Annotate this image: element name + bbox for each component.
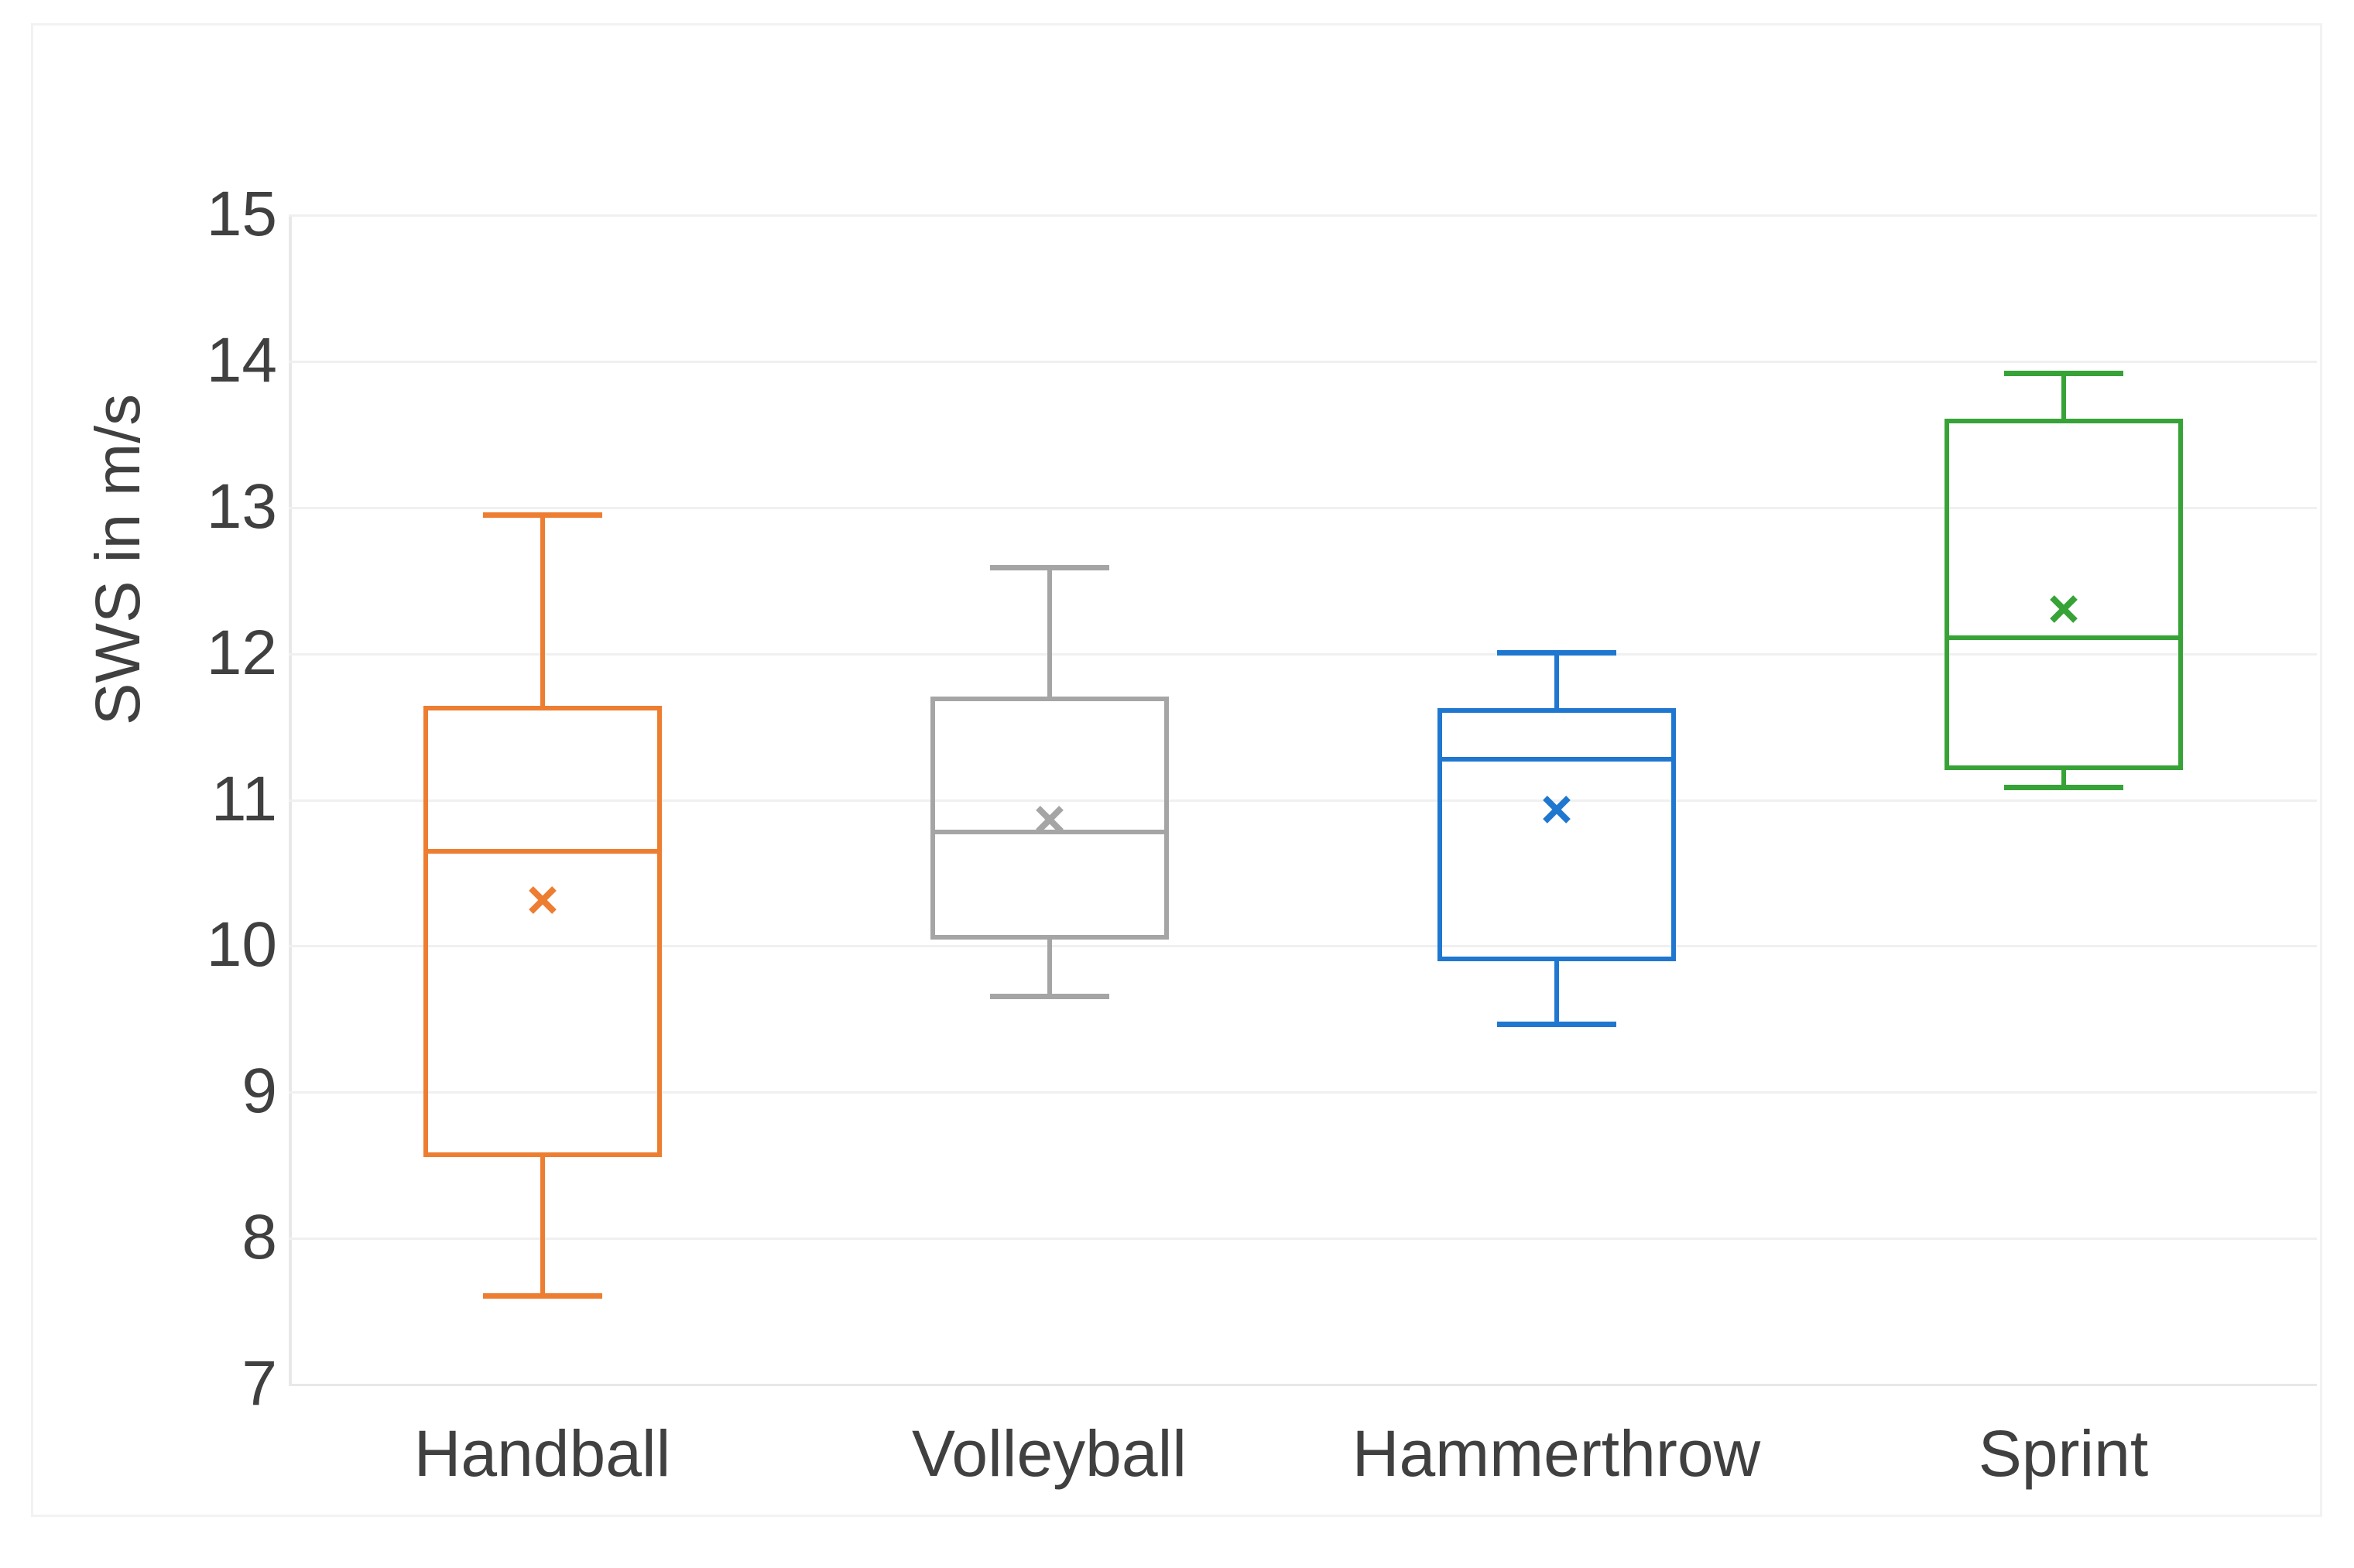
boxplot-hammerthrow[interactable] [1437, 214, 1676, 1384]
boxplot-handball[interactable] [423, 214, 662, 1384]
lower-whisker-cap [482, 1293, 602, 1299]
boxplot-volleyball[interactable] [930, 214, 1169, 1384]
gridline [289, 1091, 2317, 1094]
iqr-box[interactable] [1437, 708, 1676, 962]
median-line [1437, 756, 1676, 762]
lower-whisker-stem [1047, 939, 1052, 1000]
upper-whisker-stem [1047, 565, 1052, 697]
median-line [1944, 635, 2183, 640]
y-axis-tick-label: 7 [242, 1348, 277, 1419]
y-axis-tick-label: 9 [242, 1056, 277, 1127]
lower-whisker-stem [540, 1157, 545, 1299]
y-axis-tick-label: 11 [211, 763, 277, 834]
upper-whisker-stem [1554, 649, 1559, 709]
mean-marker-x-icon [2046, 591, 2082, 627]
gridline [289, 652, 2317, 656]
iqr-box[interactable] [423, 705, 662, 1158]
y-axis-tick-label: 13 [206, 471, 277, 542]
x-axis-tick-labels: Handball Volleyball Hammerthrow Sprint [289, 1411, 2317, 1496]
lower-whisker-cap [1496, 1022, 1616, 1028]
lower-whisker-cap [989, 994, 1109, 1000]
upper-whisker-cap [989, 565, 1109, 571]
y-axis-tick-labels: 15 14 13 12 11 10 9 8 7 [142, 26, 277, 1568]
lower-whisker-cap [2003, 785, 2123, 791]
gridline [289, 945, 2317, 948]
boxplot-sprint[interactable] [1944, 214, 2183, 1384]
mean-marker-x-icon [525, 882, 560, 918]
upper-whisker-cap [482, 512, 602, 519]
mean-marker-x-icon [1032, 802, 1067, 837]
x-axis-tick-label: Hammerthrow [1352, 1417, 1761, 1490]
y-axis-tick-label: 14 [206, 324, 277, 395]
x-axis-tick-label: Sprint [1978, 1417, 2149, 1490]
upper-whisker-cap [2003, 371, 2123, 377]
y-axis-tick-label: 15 [206, 179, 277, 249]
plot-area [289, 214, 2317, 1386]
upper-whisker-stem [2061, 371, 2066, 419]
gridline [289, 1238, 2317, 1241]
lower-whisker-stem [2061, 769, 2066, 791]
x-axis-tick-label: Handball [413, 1417, 671, 1490]
y-axis-tick-label: 10 [206, 909, 277, 981]
x-axis-tick-label: Volleyball [912, 1417, 1187, 1490]
upper-whisker-stem [540, 512, 545, 706]
gridline [289, 1384, 2317, 1386]
gridline [289, 506, 2317, 509]
iqr-box[interactable] [930, 697, 1169, 940]
lower-whisker-stem [1554, 961, 1559, 1028]
mean-marker-x-icon [1539, 792, 1574, 827]
gridline [289, 799, 2317, 802]
median-line [423, 848, 662, 854]
iqr-box[interactable] [1944, 419, 2183, 770]
y-axis-tick-label: 8 [242, 1202, 277, 1273]
y-axis-tick-label: 12 [206, 617, 277, 688]
gridline [289, 360, 2317, 363]
median-line [930, 830, 1169, 835]
upper-whisker-cap [1496, 649, 1616, 656]
gridline [289, 214, 2317, 217]
